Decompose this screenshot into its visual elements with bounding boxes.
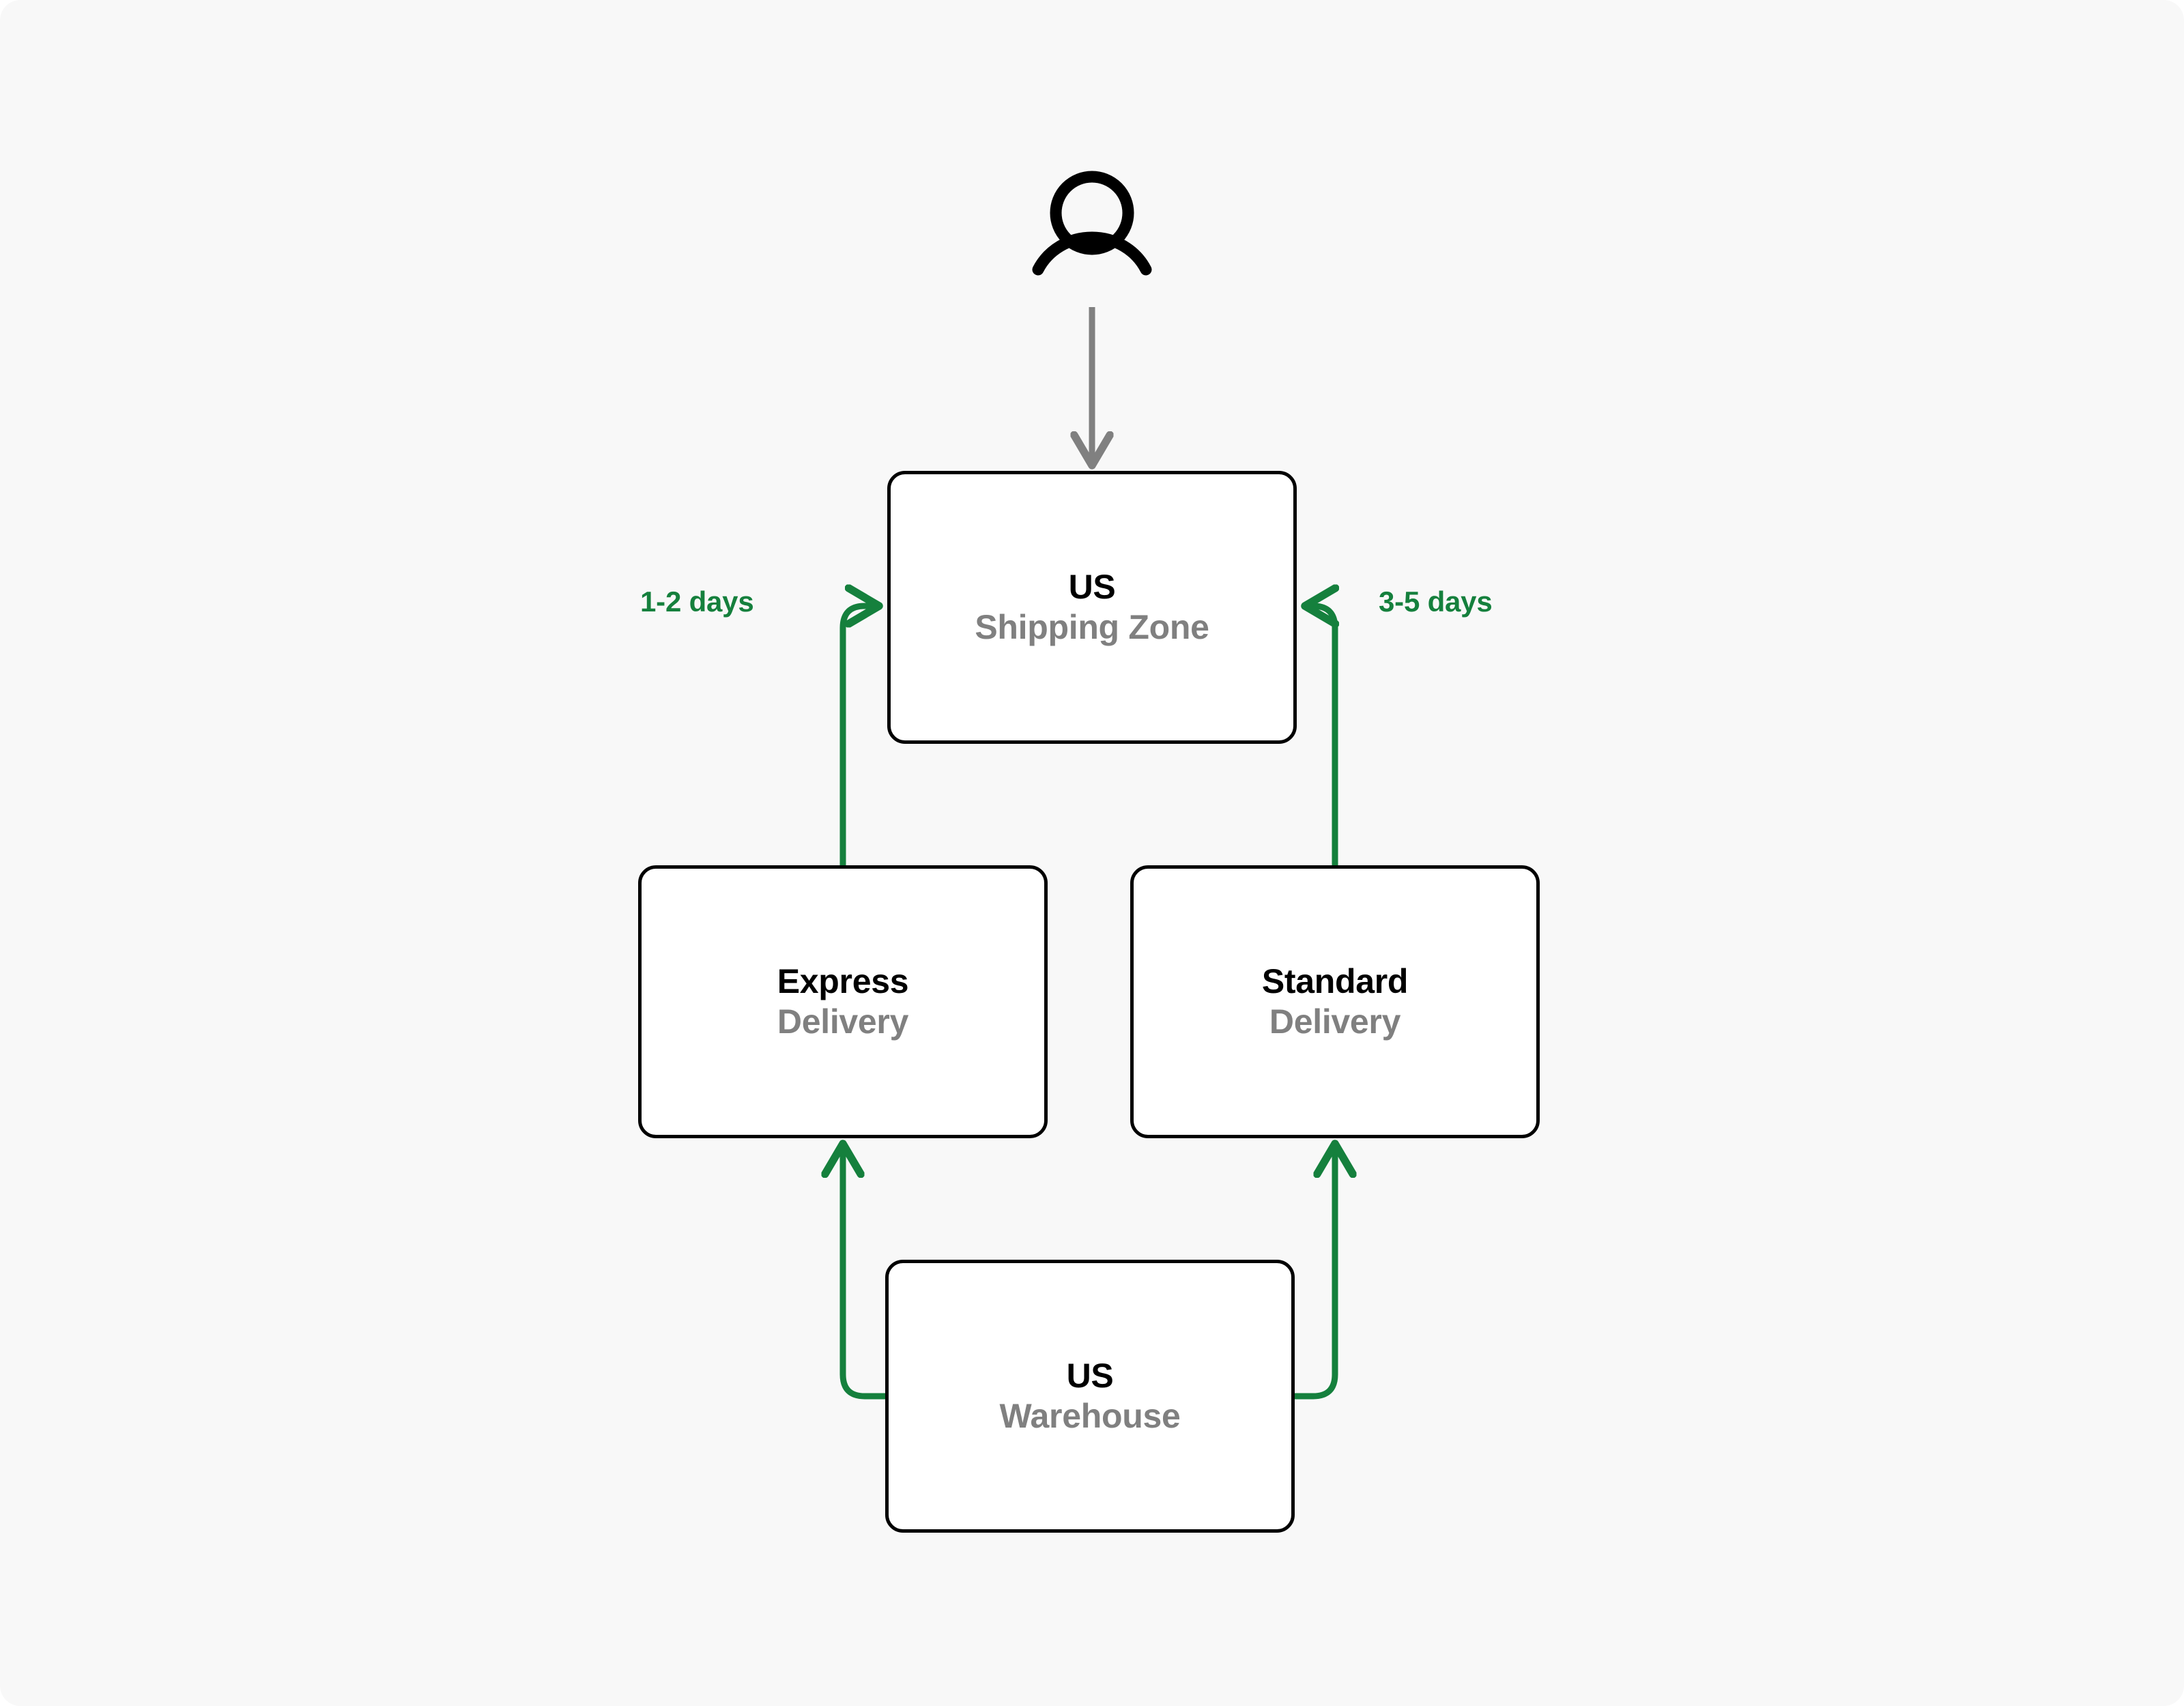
- node-subtitle: Warehouse: [999, 1397, 1181, 1435]
- node-subtitle: Delivery: [1269, 1002, 1401, 1041]
- edge-express-to-shipping-zone: [839, 606, 879, 869]
- node-subtitle: Shipping Zone: [975, 608, 1209, 646]
- edge-label-express-days: 1-2 days: [640, 585, 754, 618]
- edge-warehouse-to-express: [843, 1144, 889, 1400]
- node-title: Standard: [1261, 962, 1409, 1000]
- edge-standard-to-shipping-zone: [1305, 606, 1335, 869]
- edge-warehouse-to-standard: [1291, 1144, 1335, 1400]
- node-us-warehouse[interactable]: US Warehouse: [885, 1260, 1295, 1533]
- edge-label-standard-days: 3-5 days: [1379, 585, 1493, 618]
- person-icon: [1032, 171, 1152, 276]
- node-us-shipping-zone[interactable]: US Shipping Zone: [887, 471, 1297, 744]
- node-subtitle: Delivery: [777, 1002, 909, 1041]
- node-title: US: [1066, 1357, 1114, 1395]
- node-title: Express: [777, 962, 909, 1000]
- node-title: US: [1068, 568, 1116, 606]
- node-express-delivery[interactable]: Express Delivery: [638, 865, 1048, 1138]
- node-standard-delivery[interactable]: Standard Delivery: [1130, 865, 1540, 1138]
